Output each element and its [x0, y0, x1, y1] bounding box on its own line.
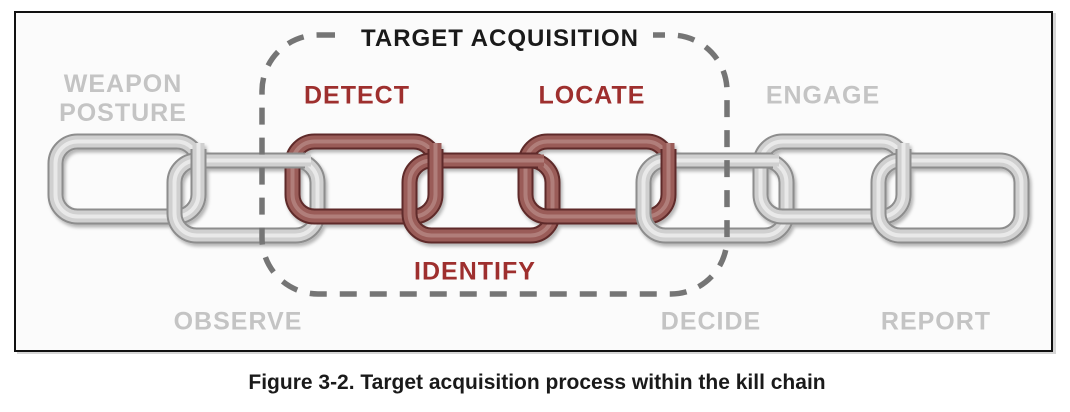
label-locate: LOCATE — [538, 81, 646, 110]
label-weapon-posture: WEAPON POSTURE — [59, 70, 187, 127]
label-engage: ENGAGE — [765, 81, 881, 110]
label-observe: OBSERVE — [173, 307, 303, 336]
target-acquisition-boundary — [259, 32, 730, 297]
chain-link-report — [870, 152, 1030, 244]
label-detect: DETECT — [304, 81, 410, 110]
chain-link-decide — [635, 152, 795, 244]
label-identify: IDENTIFY — [414, 257, 536, 286]
target-acquisition-title: TARGET ACQUISITION — [347, 25, 653, 53]
label-decide: DECIDE — [660, 307, 762, 336]
chain-link-observe — [166, 152, 326, 244]
figure-caption: Figure 3-2. Target acquisition process w… — [248, 371, 826, 394]
chain-link-identify — [401, 152, 561, 244]
label-report: REPORT — [880, 307, 992, 336]
